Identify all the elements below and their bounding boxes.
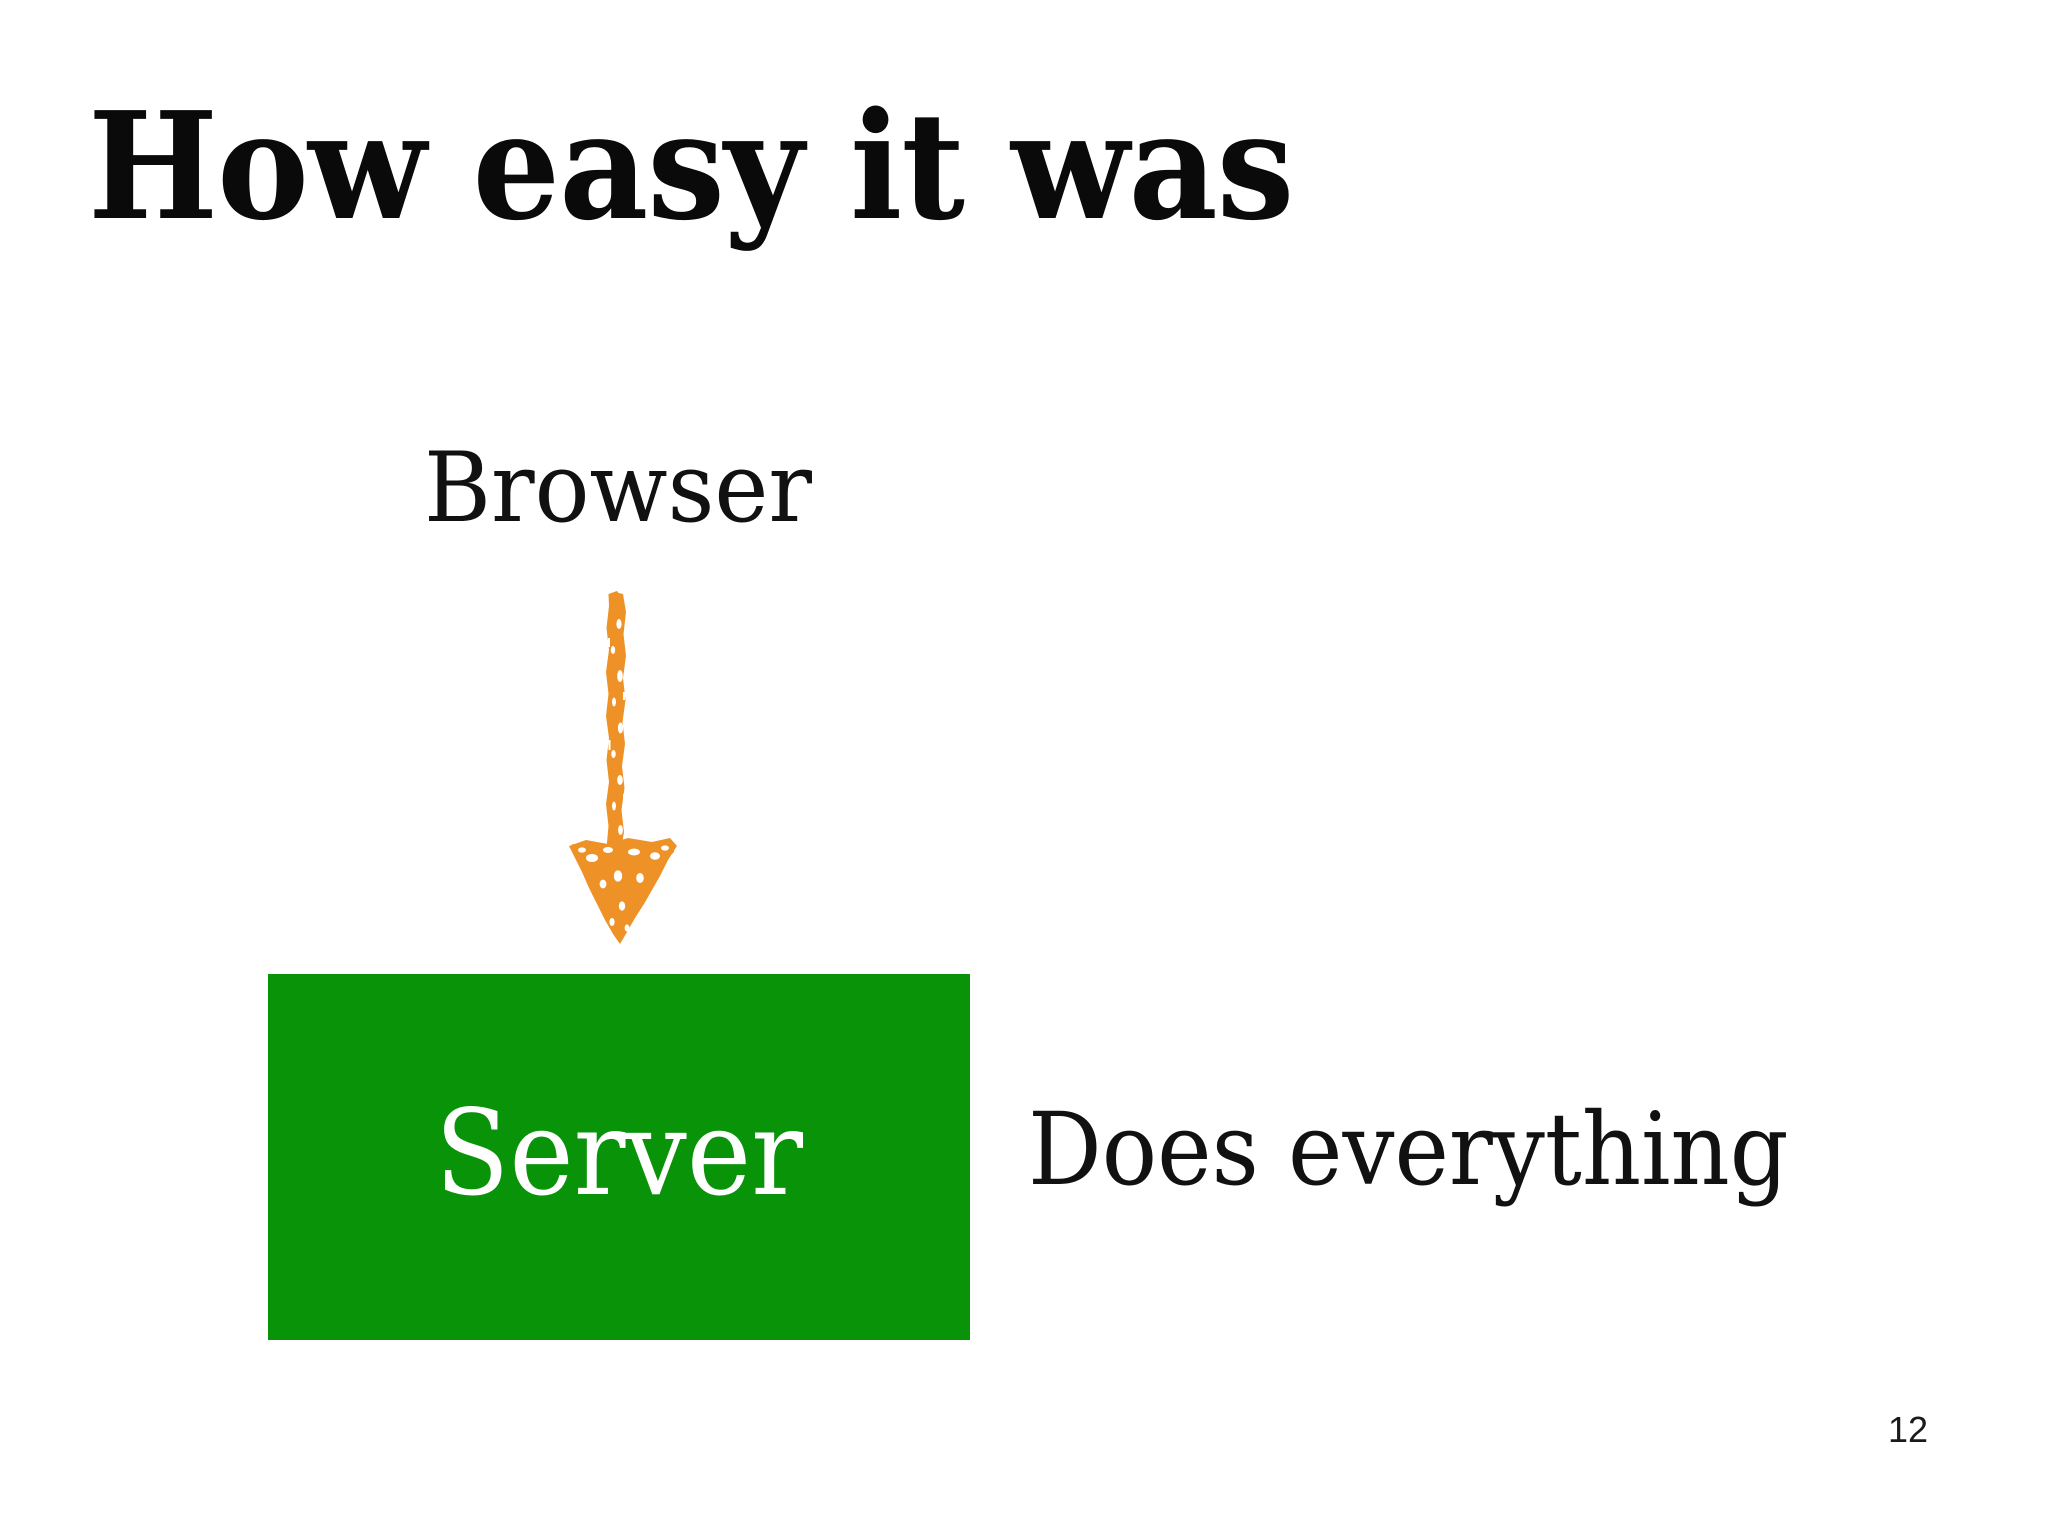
server-box-label: Server <box>268 974 970 1340</box>
browser-label: Browser <box>424 432 812 544</box>
page-title: How easy it was <box>88 79 1294 253</box>
down-arrow-icon <box>556 588 688 960</box>
server-box: Server <box>268 974 970 1340</box>
server-box-label-text: Server <box>434 1084 803 1222</box>
page-number: 12 <box>1888 1409 1929 1450</box>
server-caption: Does everything <box>1028 1091 1789 1208</box>
